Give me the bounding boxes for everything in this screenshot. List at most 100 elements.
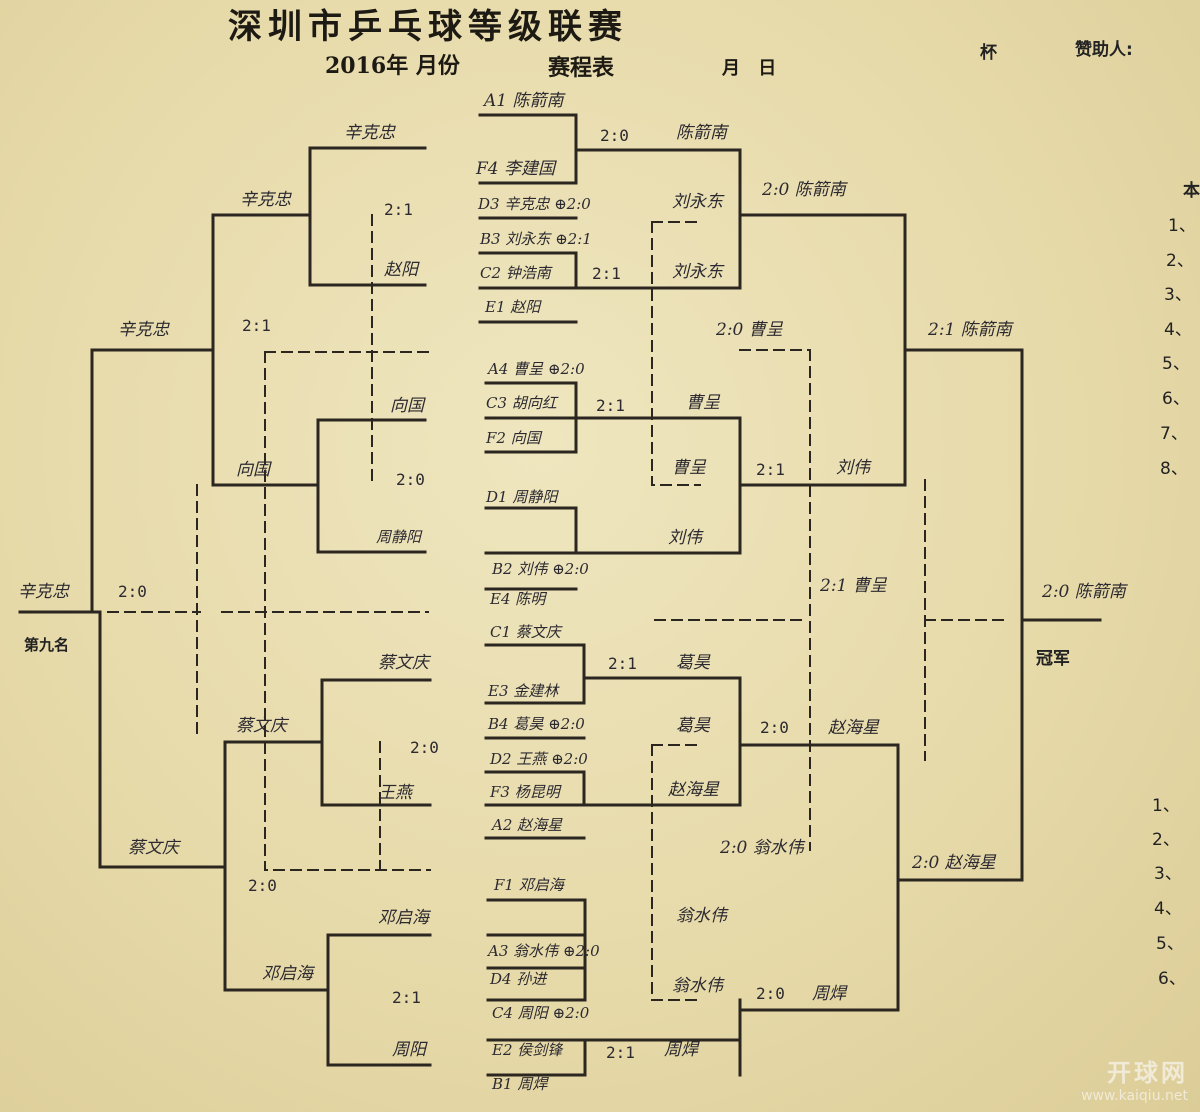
r2-score-3: 2:0	[760, 718, 789, 737]
l1-score-2: 2:0	[396, 470, 425, 489]
r3-winner-2: 2:1 曹呈	[820, 576, 887, 596]
rank-top-7: 7、	[1160, 424, 1188, 444]
l2-score-1: 2:1	[242, 316, 271, 335]
l1-name-2: 赵阳	[384, 260, 418, 280]
rank-bottom-4: 4、	[1154, 899, 1182, 919]
seed-e3: E3 金建林	[488, 682, 559, 700]
r1-winner-2: 刘永东	[672, 262, 723, 282]
r2-winner-5: 周焊	[812, 984, 846, 1004]
seed-f1: F1 邓启海	[494, 876, 564, 894]
l1-name-1: 辛克忠	[344, 123, 395, 143]
seed-e4: E4 陈明	[490, 590, 546, 608]
rank-bottom-1: 1、	[1152, 796, 1180, 816]
rank-top-3: 3、	[1164, 285, 1192, 305]
cup-label: 杯	[980, 43, 997, 63]
rank-top-8: 8、	[1160, 459, 1188, 479]
final-winner: 2:0 陈箭南	[1042, 582, 1126, 602]
l1-name-6: 王燕	[378, 783, 412, 803]
l1-name-3: 向国	[390, 396, 424, 416]
l2-name-4: 邓启海	[262, 964, 313, 984]
r3-winner-3: 赵海星	[828, 718, 879, 738]
rank-bottom-6: 6、	[1158, 969, 1186, 989]
seed-f4: F4 李建国	[476, 159, 556, 179]
seed-d1: D1 周静阳	[486, 488, 558, 506]
r1-winner-1: 陈箭南	[676, 123, 727, 143]
seed-b4: B4 葛昊 ⊕2:0	[488, 715, 585, 733]
r1-winner-3: 曹呈	[686, 393, 720, 413]
seed-c4: C4 周阳 ⊕2:0	[492, 1004, 590, 1022]
r1-winner-7: 翁水伟	[676, 906, 727, 926]
r1-winner-2a: 刘永东	[672, 192, 723, 212]
rank-top-1: 1、	[1168, 216, 1196, 236]
year-month: 2016年 月份	[325, 53, 460, 79]
r1-winner-5: 葛昊	[676, 653, 710, 673]
r1-winner-6: 赵海星	[668, 780, 719, 800]
l2-name-3: 蔡文庆	[236, 716, 287, 736]
r1-winner-3b: 曹呈	[672, 458, 706, 478]
l1-score-1: 2:1	[384, 200, 413, 219]
seed-d4: D4 孙进	[490, 970, 547, 988]
r1-score-2: 2:1	[592, 264, 621, 283]
rank-bottom-3: 3、	[1154, 864, 1182, 884]
seed-a2: A2 赵海星	[492, 816, 563, 834]
l1-name-7: 邓启海	[378, 908, 429, 928]
rank-top-2: 2、	[1166, 251, 1194, 271]
rank-bottom-2: 2、	[1152, 830, 1180, 850]
schedule-label: 赛程表	[548, 55, 615, 81]
l2-name-2: 向国	[236, 460, 270, 480]
r1-score-8: 2:1	[606, 1043, 635, 1062]
r2-winner-4: 2:0 翁水伟	[720, 838, 804, 858]
l-final-score: 2:0	[118, 582, 147, 601]
r3-winner-4: 2:0 赵海星	[912, 853, 996, 873]
l2-score-2: 2:0	[248, 876, 277, 895]
r1-score-5: 2:1	[608, 654, 637, 673]
seed-d2: D2 王燕 ⊕2:0	[490, 750, 588, 768]
r1-winner-4: 刘伟	[668, 528, 702, 548]
date-label: 月 日	[722, 58, 777, 79]
r1-winner-8: 周焊	[664, 1040, 698, 1060]
rank-top-6: 6、	[1162, 389, 1190, 409]
champion-label: 冠军	[1036, 649, 1070, 669]
watermark: 开球网 www.kaiqiu.net	[1081, 1053, 1188, 1104]
seed-a4: A4 曹呈 ⊕2:0	[488, 360, 585, 378]
watermark-name: 开球网	[1107, 1059, 1188, 1087]
l1-name-5: 蔡文庆	[378, 653, 429, 673]
r2-score-4: 2:0	[756, 984, 785, 1003]
l1-score-4: 2:1	[392, 988, 421, 1007]
seed-c3: C3 胡向红	[486, 394, 557, 412]
seed-c2: C2 钟浩南	[480, 264, 551, 282]
seed-f3: F3 杨昆明	[490, 783, 560, 801]
rank-bottom-5: 5、	[1156, 934, 1184, 954]
rank-top-4: 4、	[1164, 320, 1192, 340]
l2-name-1: 辛克忠	[240, 190, 291, 210]
rank-top-5: 5、	[1162, 354, 1190, 374]
l1-score-3: 2:0	[410, 738, 439, 757]
ninth-label: 第九名	[24, 636, 70, 654]
r3-winner-1: 2:1 陈箭南	[928, 320, 1012, 340]
r1-winner-5b: 葛昊	[676, 716, 710, 736]
seed-b3: B3 刘永东 ⊕2:1	[480, 230, 592, 248]
r1-winner-7b: 翁水伟	[672, 976, 723, 996]
r1-score-3: 2:1	[596, 396, 625, 415]
seed-e2: E2 侯剑锋	[492, 1041, 563, 1059]
r2-winner-3: 刘伟	[836, 458, 870, 478]
r1-score-1: 2:0	[600, 126, 629, 145]
seed-e1: E1 赵阳	[485, 298, 541, 316]
l1-name-4: 周静阳	[376, 528, 422, 546]
seed-a3: A3 翁水伟 ⊕2:0	[488, 942, 600, 960]
page-title: 深圳市乒乓球等级联赛	[228, 7, 628, 47]
side-char: 本	[1183, 181, 1200, 201]
l3-name-1: 辛克忠	[118, 320, 169, 340]
seed-b2: B2 刘伟 ⊕2:0	[492, 560, 589, 578]
seed-f2: F2 向国	[486, 429, 541, 447]
r2-winner-2: 2:0 曹呈	[716, 320, 783, 340]
r2-winner-1: 2:0 陈箭南	[762, 180, 846, 200]
ninth-winner: 辛克忠	[18, 582, 69, 602]
watermark-url: www.kaiqiu.net	[1081, 1088, 1188, 1104]
sponsor-label: 赞助人:	[1075, 40, 1133, 60]
seed-d3: D3 辛克忠 ⊕2:0	[478, 195, 591, 213]
seed-c1: C1 蔡文庆	[490, 623, 561, 641]
l1-name-8: 周阳	[392, 1040, 426, 1060]
